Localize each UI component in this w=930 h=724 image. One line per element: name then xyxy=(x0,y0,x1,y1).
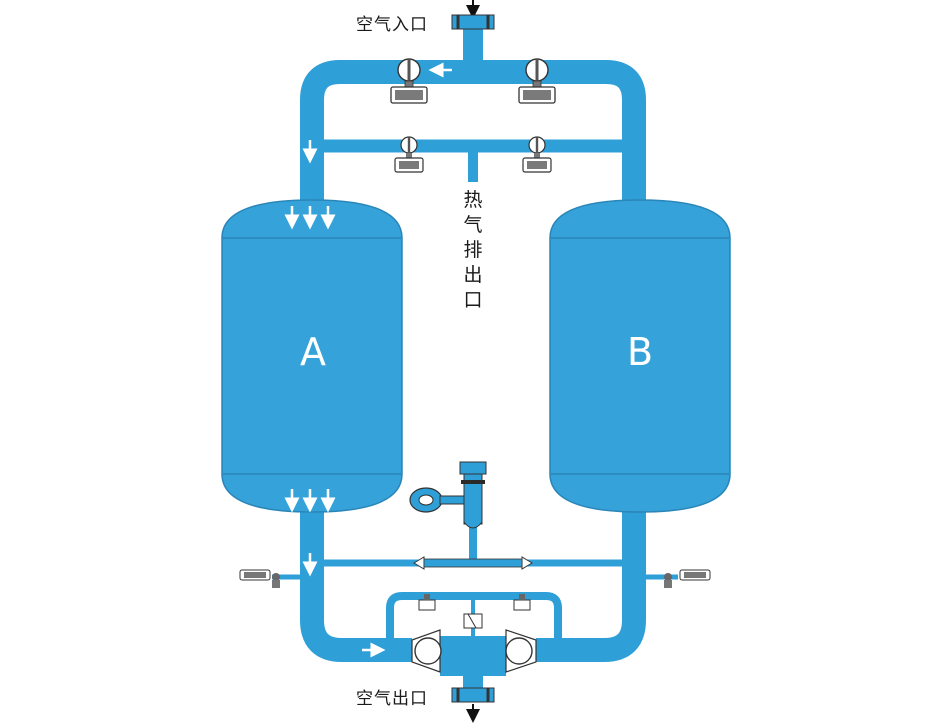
tank-a-label: A xyxy=(300,330,326,374)
valve-icon xyxy=(418,594,531,611)
outlet-connection xyxy=(451,687,495,723)
valve-icon xyxy=(664,569,711,588)
hot-air-exhaust-label: 热气排出口 xyxy=(463,189,483,311)
air-outlet-label: 空气出口 xyxy=(356,689,428,709)
check-valve-icon xyxy=(411,629,537,673)
outlet-manifold-block xyxy=(440,636,506,676)
tank-a xyxy=(221,199,403,513)
valve-icon xyxy=(239,569,280,588)
top-header-pipe xyxy=(300,60,646,205)
inlet-connection xyxy=(451,0,495,30)
check-valve-icon xyxy=(413,556,533,570)
silencer-icon xyxy=(459,461,487,529)
check-valve-icon xyxy=(463,613,483,629)
tank-b-label: B xyxy=(626,330,654,374)
muffler-icon xyxy=(409,487,465,513)
bottom-loop-pipe xyxy=(300,505,646,662)
tank-b xyxy=(549,199,731,513)
flow-arrows xyxy=(284,62,452,658)
air-inlet-label: 空气入口 xyxy=(356,15,428,35)
